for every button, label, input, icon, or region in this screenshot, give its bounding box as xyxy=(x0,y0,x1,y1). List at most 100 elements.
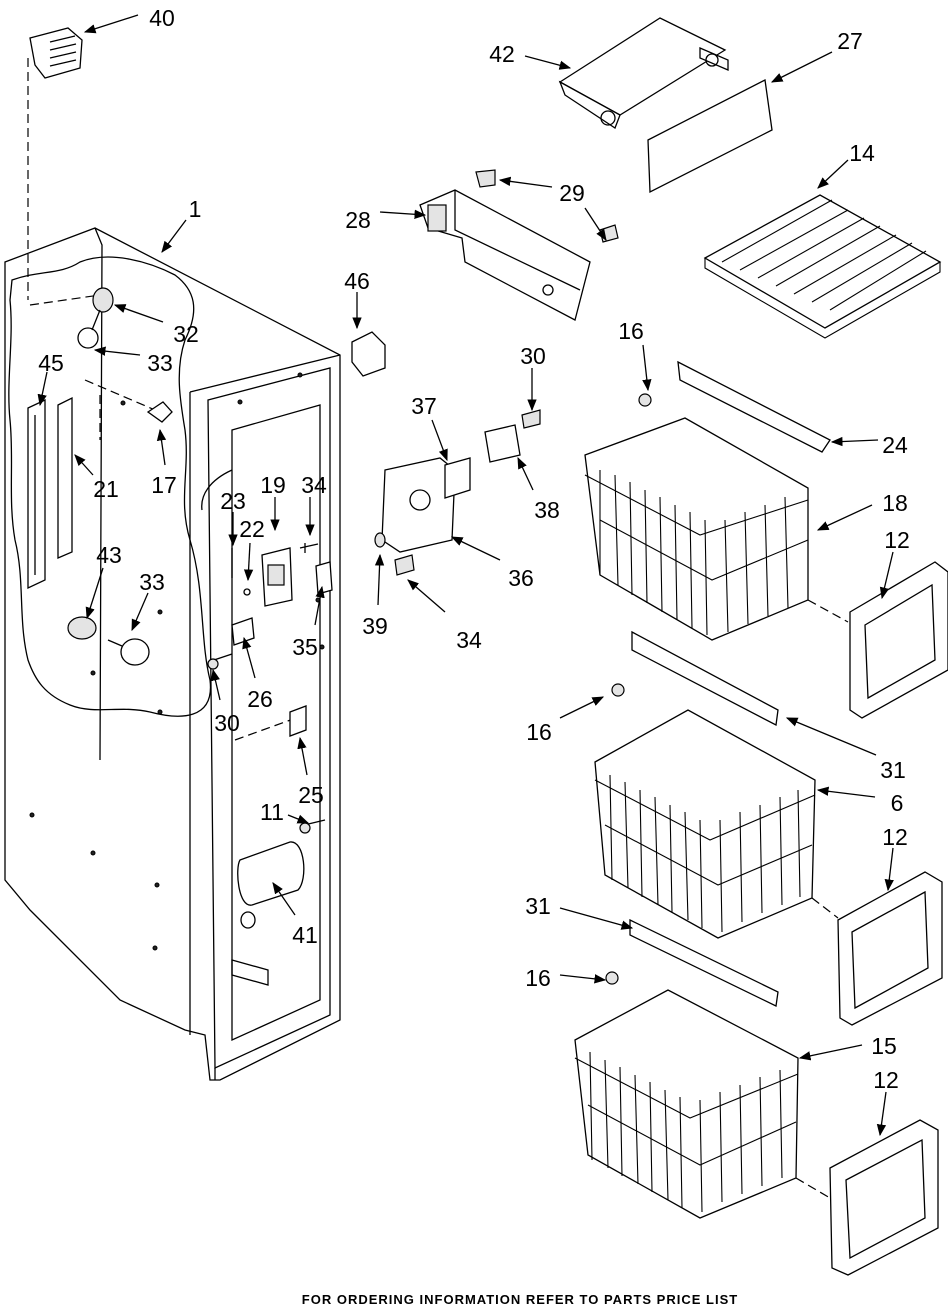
callout-label-c46: 46 xyxy=(344,268,370,294)
callout-label-c19: 19 xyxy=(260,472,286,498)
callout-arrow-c12c xyxy=(876,1091,887,1137)
callout-label-c28: 28 xyxy=(345,207,371,233)
callout-arrow-c26 xyxy=(242,636,256,679)
callout-label-c31b: 31 xyxy=(525,893,551,919)
callout-arrow-c16b xyxy=(559,696,605,719)
callout-label-c45: 45 xyxy=(38,350,64,376)
callout-label-c14: 14 xyxy=(849,140,875,166)
callout-label-c30a: 30 xyxy=(520,343,546,369)
callout-label-c40: 40 xyxy=(149,5,175,31)
callout-arrow-c38 xyxy=(517,456,534,491)
callout-arrow-c39 xyxy=(374,553,385,606)
part-30-screw xyxy=(521,409,541,429)
part-16-screw-b xyxy=(611,683,625,697)
part-14-wire-shelf xyxy=(703,194,942,339)
callout-arrow-c33b xyxy=(131,592,149,632)
callout-arrow-c12a xyxy=(879,551,894,600)
callout-label-c33a: 33 xyxy=(147,350,173,376)
callout-label-c41: 41 xyxy=(292,922,318,948)
callout-label-c16a: 16 xyxy=(618,318,644,344)
part-16-screw-c xyxy=(605,971,619,985)
part-40-bracket xyxy=(29,27,83,79)
callout-arrow-c41 xyxy=(272,882,296,916)
callout-label-c38: 38 xyxy=(534,497,560,523)
callout-label-c18: 18 xyxy=(882,490,908,516)
part-46-clip xyxy=(351,331,386,377)
callout-arrow-c27 xyxy=(770,51,833,83)
callout-arrow-c16c xyxy=(559,974,607,984)
callout-arrow-c42 xyxy=(524,55,572,70)
callout-label-c32: 32 xyxy=(173,321,199,347)
callout-arrow-c1 xyxy=(161,219,187,253)
callout-label-c6: 6 xyxy=(891,790,904,816)
part-45-strip xyxy=(27,398,46,590)
callout-arrow-c33a xyxy=(93,346,141,356)
callout-arrow-c40 xyxy=(83,14,139,34)
part-31-slide-b xyxy=(629,918,779,1007)
callout-arrow-c29 xyxy=(498,176,553,188)
callout-label-c16c: 16 xyxy=(525,965,551,991)
callout-label-c12b: 12 xyxy=(882,824,908,850)
callout-arrow-c25 xyxy=(297,736,308,776)
callout-label-c29: 29 xyxy=(559,180,585,206)
part-27-panel xyxy=(647,79,773,194)
callout-arrow-c34b xyxy=(407,579,446,613)
part-17-clip xyxy=(146,401,173,423)
part-38-board xyxy=(484,424,521,463)
callout-label-c37: 37 xyxy=(411,393,437,419)
callout-arrow-c11 xyxy=(287,814,310,824)
part-12-trim-c xyxy=(829,1119,939,1276)
callout-label-c30b: 30 xyxy=(214,710,240,736)
callout-arrow-c32 xyxy=(113,304,164,323)
part-15-basket xyxy=(574,989,799,1219)
callout-arrow-c17 xyxy=(156,428,167,466)
part-29-screw-b xyxy=(599,224,619,243)
callout-arrow-c29b xyxy=(584,207,607,241)
part-6-basket xyxy=(594,709,816,939)
part-36-control xyxy=(374,457,471,576)
callout-label-c34b: 34 xyxy=(456,627,482,653)
callout-arrow-c30b xyxy=(210,668,221,701)
callout-label-c36: 36 xyxy=(508,565,534,591)
part-21-strip xyxy=(57,396,73,559)
callout-label-c16b: 16 xyxy=(526,719,552,745)
lower-lamp xyxy=(67,616,150,666)
callout-arrow-c22 xyxy=(243,542,254,582)
callout-label-c12c: 12 xyxy=(873,1067,899,1093)
callout-label-c15: 15 xyxy=(871,1033,897,1059)
part-28-bracket xyxy=(419,189,591,321)
callout-arrow-c16a xyxy=(642,344,652,392)
callout-arrow-c21 xyxy=(74,454,94,476)
callout-label-c43: 43 xyxy=(96,542,122,568)
part-31-slide-a xyxy=(631,630,779,727)
callout-arrow-c31b xyxy=(559,907,634,930)
callout-arrow-c37 xyxy=(431,419,448,462)
callout-arrow-c18 xyxy=(816,504,873,531)
callout-arrow-c35 xyxy=(314,585,325,626)
callout-label-c25: 25 xyxy=(298,782,324,808)
callout-label-c33b: 33 xyxy=(139,569,165,595)
part-29-screw-a xyxy=(475,169,496,188)
ordering-footer: FOR ORDERING INFORMATION REFER TO PARTS … xyxy=(301,1292,739,1307)
part-18-basket xyxy=(584,417,809,641)
part-12-trim-b xyxy=(837,871,943,1026)
switch-parts xyxy=(207,543,333,906)
part-42-cover xyxy=(558,17,729,129)
callout-arrow-c43 xyxy=(85,567,104,620)
callout-arrow-c6 xyxy=(816,786,876,798)
callout-label-c21: 21 xyxy=(93,476,119,502)
callout-label-c27: 27 xyxy=(837,28,863,54)
part-12-trim-a xyxy=(849,561,948,719)
callout-arrow-c15 xyxy=(798,1044,863,1061)
callout-label-c42: 42 xyxy=(489,41,515,67)
callout-label-c34a: 34 xyxy=(301,472,327,498)
callout-label-c1: 1 xyxy=(189,196,202,222)
callout-label-c39: 39 xyxy=(362,613,388,639)
callout-label-c24: 24 xyxy=(882,432,908,458)
upper-lamp xyxy=(77,287,114,349)
callout-arrow-c28 xyxy=(379,209,427,219)
part-16-screw-a xyxy=(638,393,652,407)
